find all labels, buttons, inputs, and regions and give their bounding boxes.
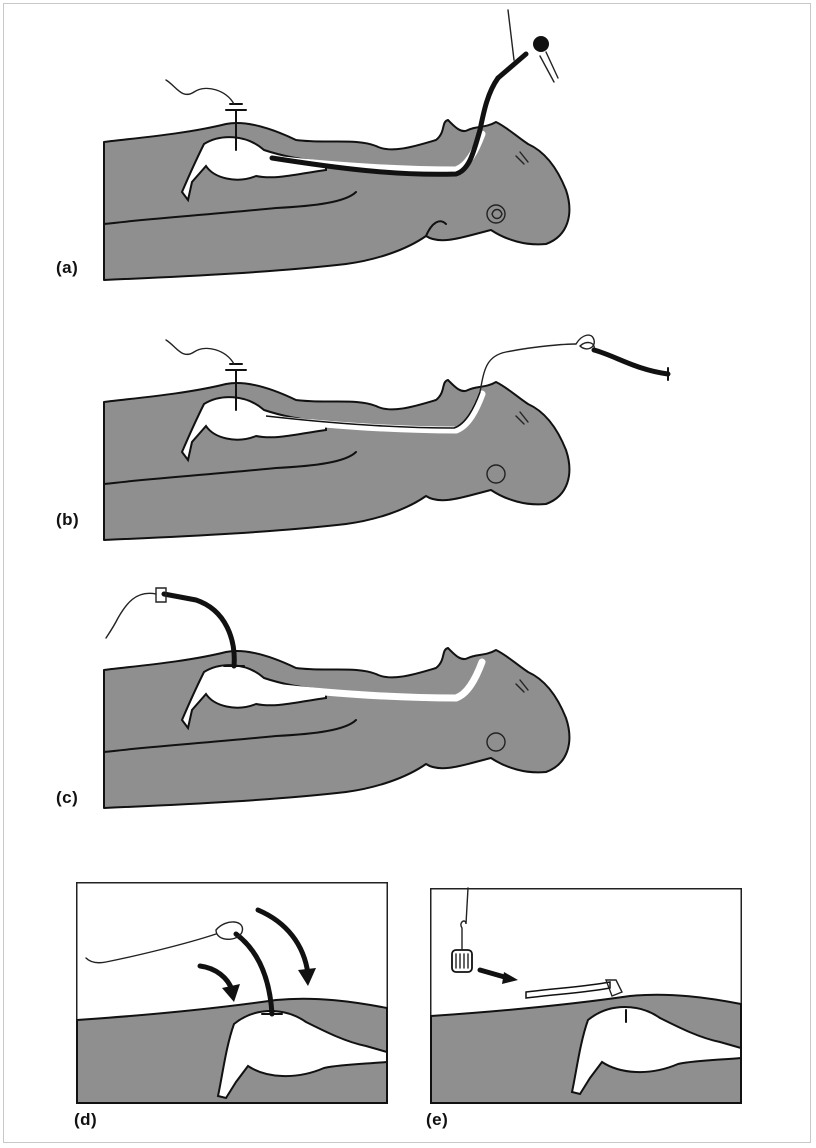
panel-d: (d) xyxy=(76,882,388,1104)
needle-hub xyxy=(226,104,246,110)
panel-label-d: (d) xyxy=(74,1110,97,1130)
guidewire-knot xyxy=(576,335,594,350)
endoscope-port xyxy=(540,52,558,82)
endoscope-handle xyxy=(498,54,526,78)
adapter-attachment-illustration xyxy=(430,888,742,1104)
guidewire-loop xyxy=(166,340,234,364)
panel-label-a: (a) xyxy=(56,258,78,278)
feeding-adapter-icon xyxy=(452,950,472,972)
endoscope-cable xyxy=(508,10,514,60)
panel-a: (a) xyxy=(96,10,576,285)
panel-b: (b) xyxy=(96,320,686,545)
panel-label-b: (b) xyxy=(56,510,79,530)
gastrostomy-tube xyxy=(594,350,668,374)
panel-e: (e) xyxy=(430,888,742,1104)
panel-label-c: (c) xyxy=(56,788,78,808)
patient-tube-placed-illustration xyxy=(96,580,576,815)
guidewire-tail xyxy=(106,593,156,638)
endoscope-control-knob xyxy=(533,36,549,52)
panel-c: (c) xyxy=(96,580,576,815)
patient-endoscope-illustration xyxy=(96,10,576,285)
tube-trimming-illustration xyxy=(76,882,388,1104)
guidewire-loop xyxy=(166,80,234,104)
panel-label-e: (e) xyxy=(426,1110,448,1130)
needle-hub xyxy=(226,364,246,370)
patient-guidewire-illustration xyxy=(96,320,686,545)
